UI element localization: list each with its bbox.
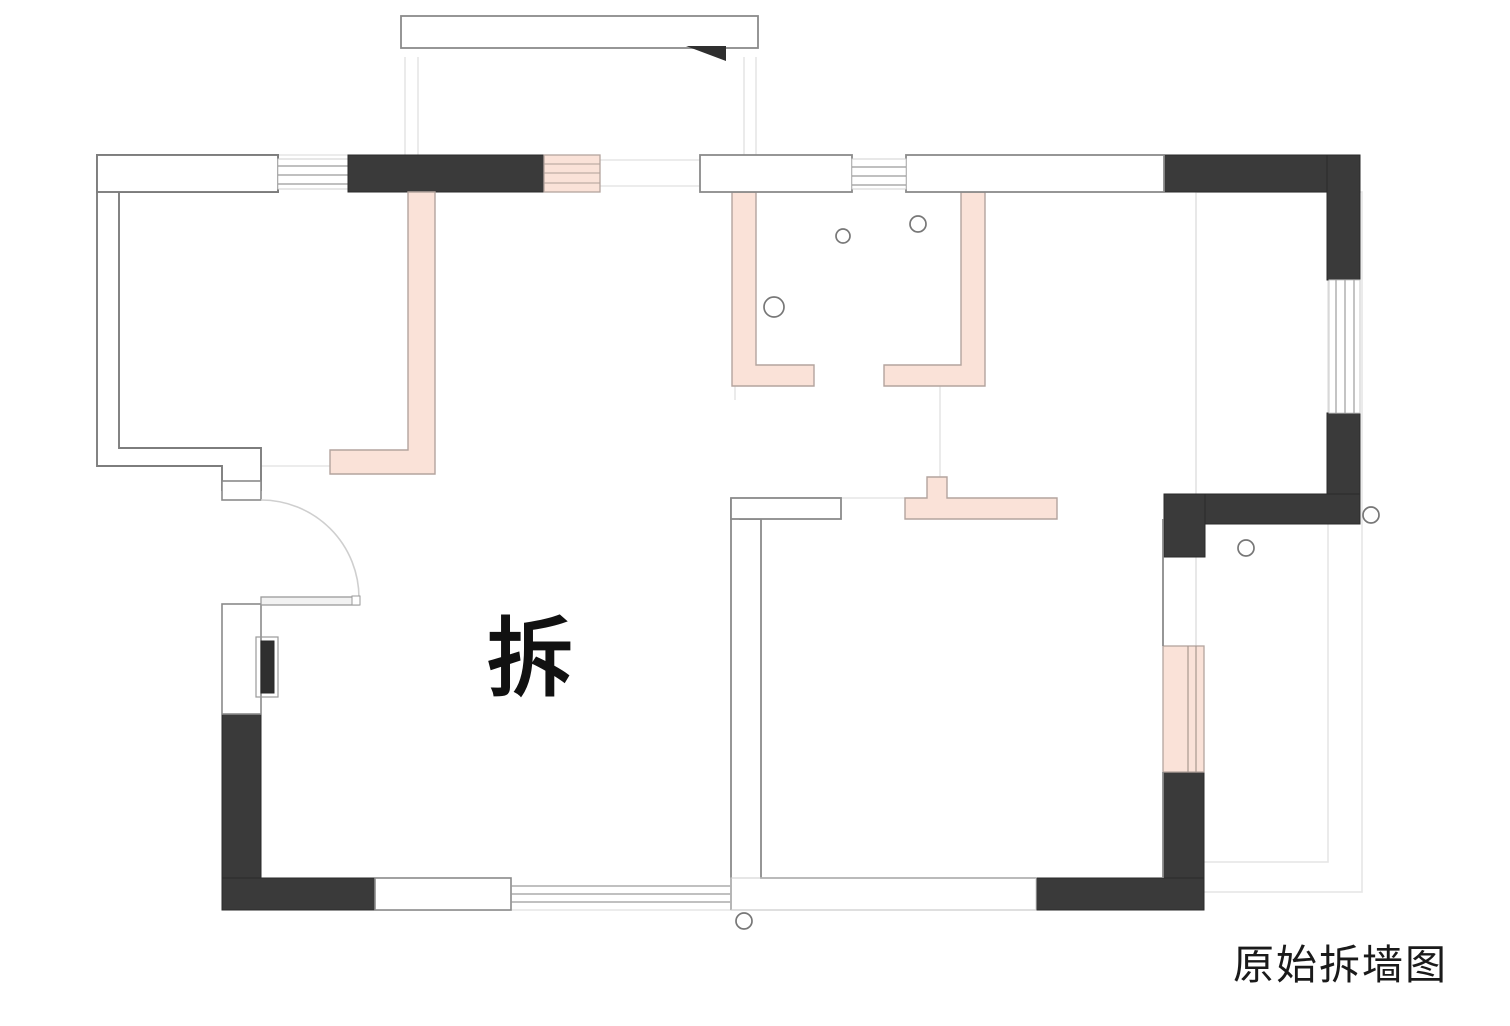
door-threshold-surround <box>255 636 279 698</box>
right-mid-black-wall-step <box>1163 493 1206 558</box>
bathroom-top-wall-left <box>699 154 853 193</box>
entrance-door-group <box>221 480 361 715</box>
door-jamb-lower <box>221 603 262 715</box>
bedroom-pink-window <box>1162 645 1205 773</box>
door-jamb-upper <box>221 480 262 501</box>
left-room-outline <box>96 154 279 491</box>
balcony-direction-marker-icon <box>686 46 726 61</box>
demolished-walls-group <box>329 191 1058 520</box>
door-swing-arc <box>260 499 360 599</box>
bedroom-top-left-wall-cap <box>730 497 842 520</box>
bottom-left-black-wall <box>221 877 376 911</box>
bathroom-top-walls <box>699 154 1165 193</box>
window-top-left <box>277 158 349 190</box>
right-pipe-2-icon <box>1237 539 1255 557</box>
kitchen-pink-wall-L <box>329 191 436 475</box>
bottom-pipe-1-icon <box>735 912 753 930</box>
right-pipe-1-icon <box>1362 506 1380 524</box>
left-room-top-wall-cap <box>96 154 279 193</box>
top-pink-window <box>543 154 601 193</box>
window-bottom <box>374 877 1037 911</box>
top-left-black-wall <box>347 154 545 193</box>
window-bottom-right-frame <box>730 877 1037 911</box>
page-title: 原始拆墙图 <box>1233 941 1448 989</box>
demolition-mark-label: 拆 <box>487 609 573 709</box>
right-upper-black-wall <box>1326 154 1361 281</box>
outer-boundary-right-inner <box>1195 191 1329 863</box>
window-bottom-frame <box>374 877 512 911</box>
pipe-markers-group <box>735 215 1380 930</box>
door-leaf <box>260 596 360 606</box>
bottom-right-black-wall <box>1035 877 1205 911</box>
bath-pipe-3-icon <box>763 296 785 318</box>
window-bathroom-top <box>851 158 907 190</box>
left-room-walls <box>96 154 279 491</box>
bath-pipe-2-icon <box>909 215 927 233</box>
window-right-exterior <box>1328 279 1361 414</box>
bathroom-top-wall-right <box>905 154 1165 193</box>
bedroom-top-pink-stub <box>904 476 1058 520</box>
left-vertical-black-wall <box>221 709 262 911</box>
top-balcony-bay <box>400 15 759 61</box>
window-bathroom-top-frame <box>851 158 907 190</box>
structural-walls-group <box>221 154 1361 911</box>
door-handle <box>351 595 361 606</box>
bath-pipe-1-icon <box>835 228 851 244</box>
top-balcony-outline <box>400 15 759 49</box>
bath-right-pink-wall <box>883 191 986 387</box>
bedroom-walls <box>730 497 1164 910</box>
door-threshold-block <box>260 640 275 694</box>
bedroom-pink-window-frame <box>1162 645 1205 773</box>
bath-left-pink-wall <box>731 191 815 387</box>
bedroom-inner-outline <box>739 498 1036 879</box>
